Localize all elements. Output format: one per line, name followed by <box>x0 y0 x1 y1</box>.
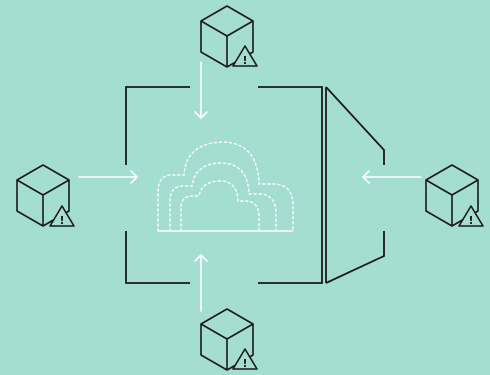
svg-text:!: ! <box>242 357 247 370</box>
cloud-stack-icon <box>157 141 294 232</box>
bracket-frame-icon <box>125 86 385 284</box>
node-right: ! <box>425 164 484 227</box>
svg-text:!: ! <box>468 214 473 227</box>
arrow-right-icon <box>78 170 138 184</box>
svg-text:!: ! <box>59 214 64 227</box>
svg-text:!: ! <box>242 54 247 67</box>
node-bottom: ! <box>200 308 258 371</box>
warning-icon: ! <box>458 205 484 227</box>
arrow-left-icon <box>362 170 422 184</box>
warning-icon: ! <box>232 348 258 370</box>
warning-icon: ! <box>232 45 258 67</box>
warning-icon: ! <box>49 205 75 227</box>
arrow-down-icon <box>194 61 208 119</box>
node-left: ! <box>16 164 75 227</box>
arrow-up-icon <box>194 254 208 312</box>
node-top: ! <box>200 5 258 68</box>
